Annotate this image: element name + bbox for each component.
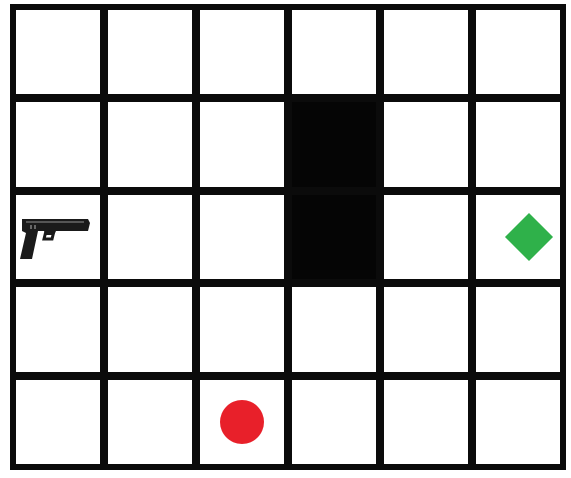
grid-cell[interactable] — [292, 287, 376, 371]
grid-cell[interactable] — [476, 102, 560, 186]
grid-cell[interactable] — [384, 102, 468, 186]
wall-cell[interactable] — [292, 102, 376, 186]
grid-cell[interactable] — [200, 102, 284, 186]
grid-cell[interactable] — [292, 10, 376, 94]
grid-cell[interactable] — [200, 10, 284, 94]
wall-cell[interactable] — [292, 195, 376, 279]
grid-cell[interactable] — [384, 287, 468, 371]
grid-cell[interactable] — [108, 10, 192, 94]
game-board — [10, 4, 566, 470]
grid-cell[interactable] — [16, 380, 100, 464]
grid-cell[interactable] — [108, 380, 192, 464]
grid-cell[interactable] — [476, 10, 560, 94]
grid-cell[interactable] — [16, 195, 100, 279]
grid-cell[interactable] — [384, 380, 468, 464]
grid-cell[interactable] — [200, 195, 284, 279]
pistol-icon — [16, 209, 92, 265]
grid-cell[interactable] — [200, 287, 284, 371]
grid-cell[interactable] — [476, 287, 560, 371]
grid-cell[interactable] — [200, 380, 284, 464]
grid-cell[interactable] — [16, 10, 100, 94]
grid-cell[interactable] — [476, 195, 560, 279]
grid-cell[interactable] — [108, 287, 192, 371]
grid-cell[interactable] — [384, 10, 468, 94]
red-circle-icon — [220, 400, 264, 444]
grid-cell[interactable] — [108, 102, 192, 186]
green-diamond-icon — [505, 213, 553, 261]
grid-cell[interactable] — [384, 195, 468, 279]
grid-cell[interactable] — [16, 287, 100, 371]
grid-cell[interactable] — [292, 380, 376, 464]
grid-cell[interactable] — [476, 380, 560, 464]
grid-cell[interactable] — [108, 195, 192, 279]
grid-cell[interactable] — [16, 102, 100, 186]
